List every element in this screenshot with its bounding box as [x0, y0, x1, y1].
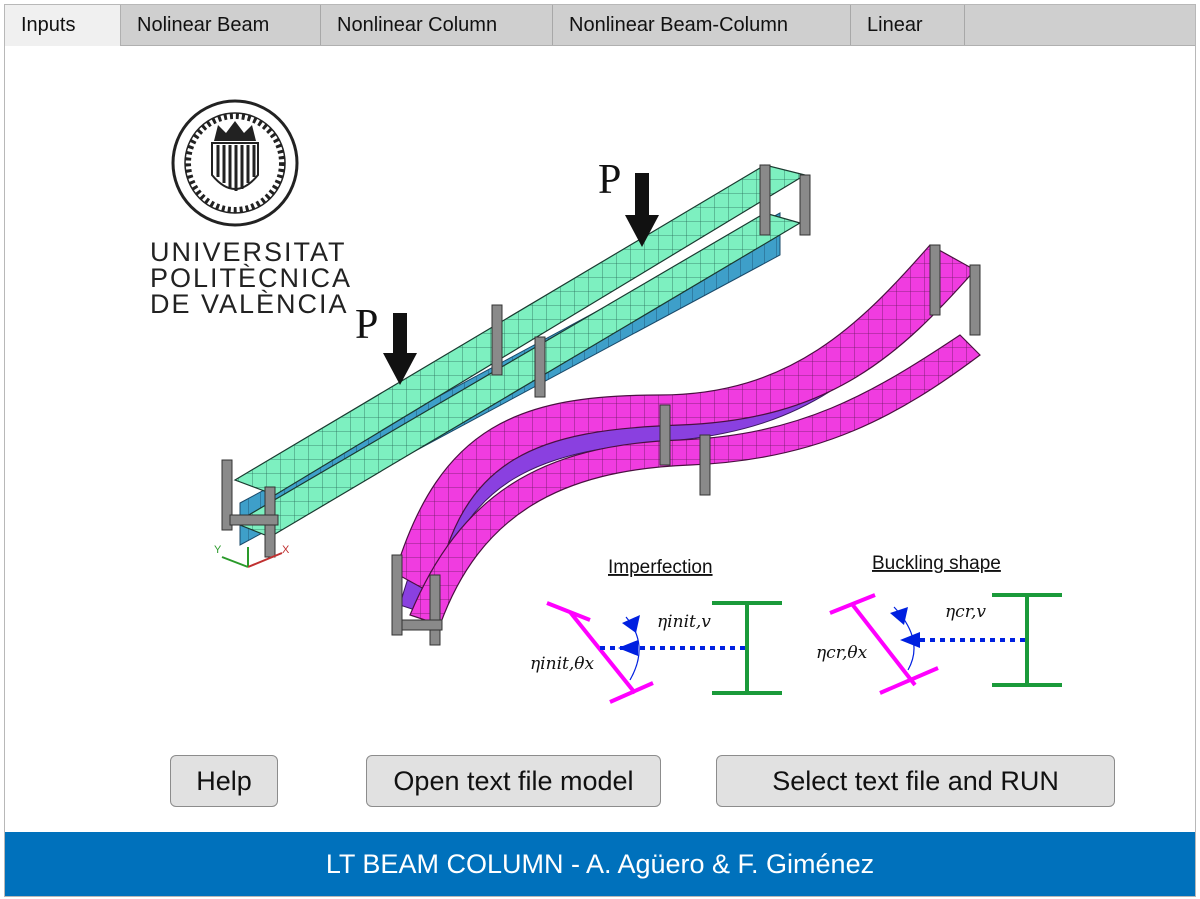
select-run-button[interactable]: Select text file and RUN	[716, 755, 1115, 807]
logo-line-1: UNIVERSITAT	[150, 237, 347, 267]
help-button[interactable]: Help	[170, 755, 278, 807]
tab-nonlinear-beam-column[interactable]: Nonlinear Beam-Column	[553, 5, 851, 45]
tab-linear[interactable]: Linear	[851, 5, 965, 45]
open-model-button[interactable]: Open text file model	[366, 755, 661, 807]
beam-illustration: UNIVERSITAT POLITÈCNICA DE VALÈNCIA P P	[150, 99, 1062, 704]
logo-line-2: POLITÈCNICA	[150, 263, 352, 293]
footer-banner: LT BEAM COLUMN - A. Agüero & F. Giménez	[5, 832, 1195, 896]
university-seal-icon	[171, 99, 299, 227]
imperfection-diagram	[546, 601, 782, 704]
logo-line-3: DE VALÈNCIA	[150, 289, 349, 319]
footer-text: LT BEAM COLUMN - A. Agüero & F. Giménez	[325, 848, 875, 879]
buckled-beam	[391, 244, 981, 646]
buckling-title: Buckling shape	[872, 553, 1001, 574]
tab-inputs[interactable]: Inputs	[5, 5, 121, 46]
app-window: Inputs Nolinear Beam Nonlinear Column No…	[4, 4, 1196, 897]
load-label-right: P	[598, 157, 621, 203]
straight-beam	[221, 164, 811, 558]
svg-text:X: X	[282, 544, 290, 556]
svg-text:Y: Y	[214, 544, 222, 556]
eta-init-v-label: ηinit,v	[657, 612, 711, 632]
buckling-diagram	[829, 593, 1062, 695]
eta-cr-theta-label: ηcr,θx	[816, 643, 868, 663]
axis-triad-icon: Y X	[214, 544, 290, 568]
tab-bar: Inputs Nolinear Beam Nonlinear Column No…	[5, 5, 1195, 46]
imperfection-title: Imperfection	[608, 557, 713, 578]
eta-init-theta-label: ηinit,θx	[530, 654, 594, 674]
load-arrow-right-icon	[625, 173, 659, 247]
eta-cr-v-label: ηcr,v	[945, 602, 986, 622]
load-label-left: P	[355, 302, 378, 348]
load-arrow-left-icon	[383, 313, 417, 385]
tab-nonlinear-column[interactable]: Nonlinear Column	[321, 5, 553, 45]
tab-nonlinear-beam[interactable]: Nolinear Beam	[121, 5, 321, 45]
